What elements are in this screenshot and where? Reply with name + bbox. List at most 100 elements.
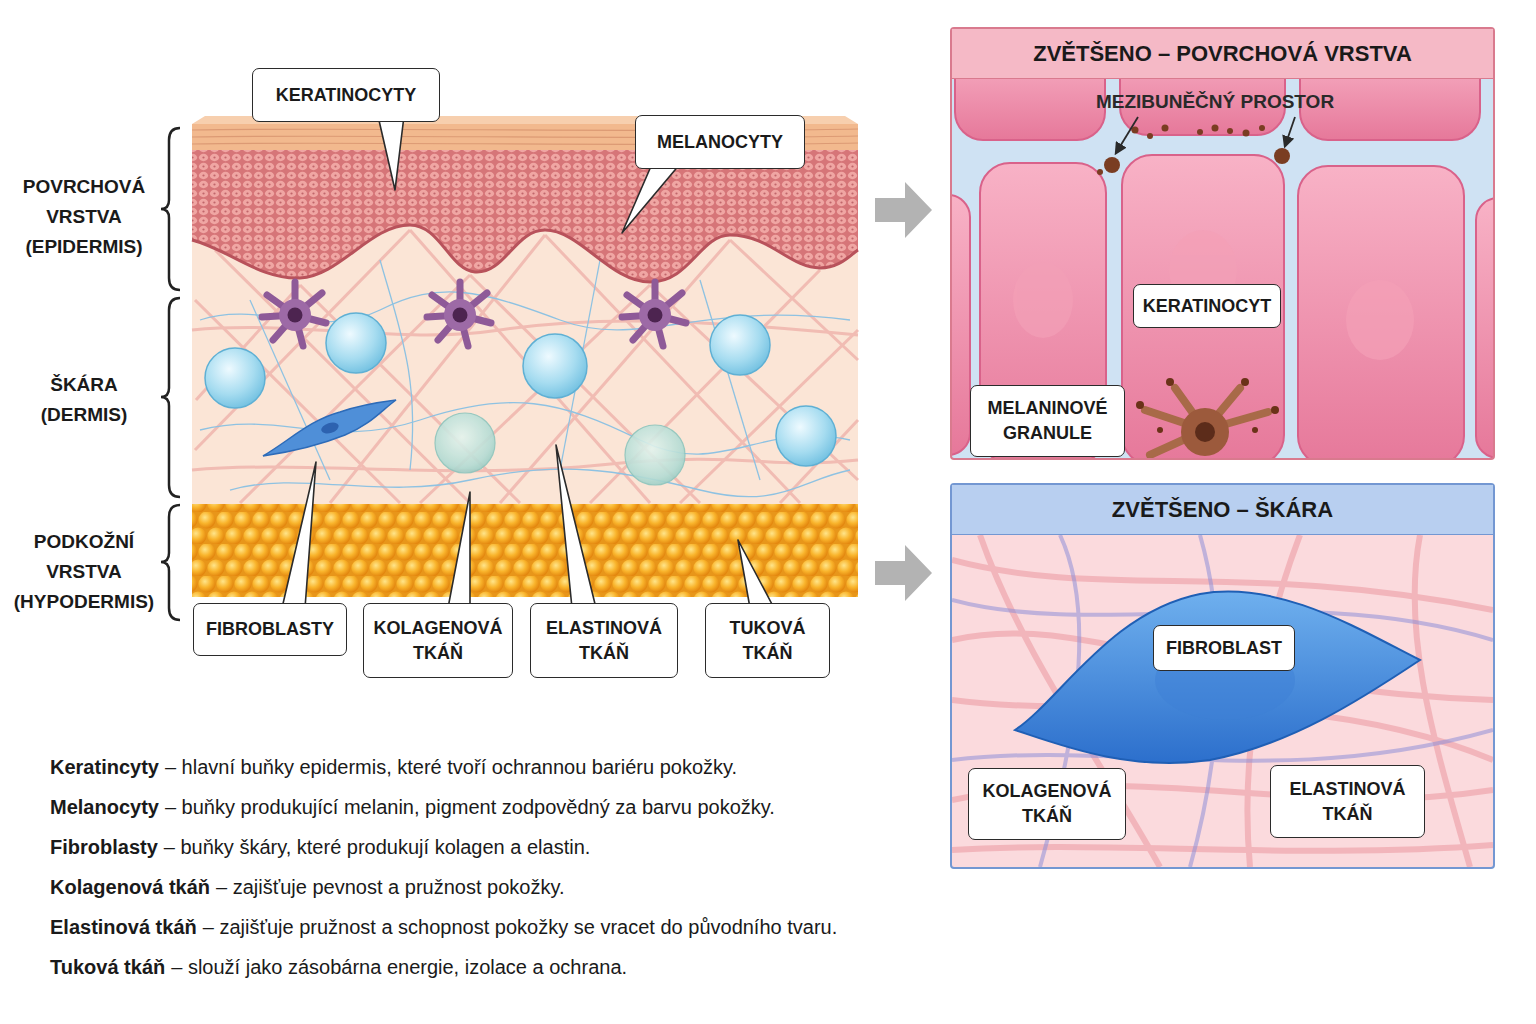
skin-block-part-part: [523, 334, 587, 398]
callout-box: FIBROBLASTY: [193, 603, 347, 656]
epidermis-zoom-art-part-part: [1147, 133, 1153, 139]
elastin-fibers: [200, 260, 850, 497]
layer-brackets-part: [161, 505, 180, 620]
callout-pointers: [282, 116, 1411, 773]
definition-text: – slouží jako zásobárna energie, izolace…: [171, 956, 627, 978]
skin-block-part-part: [710, 315, 770, 375]
callout-box: KERATINOCYTY: [252, 68, 440, 122]
skin-block-part: [622, 282, 686, 346]
epidermis-zoom-art-part-part: [1013, 262, 1073, 338]
zoom-arrows-part: [875, 545, 932, 601]
melanocyte-brown-part-part: [1241, 378, 1249, 386]
epidermis-zoom-art-part: [1097, 125, 1290, 176]
melanocyte-brown: [1136, 378, 1279, 456]
skin-block-part: [262, 282, 326, 346]
callout-pointers-part: [622, 164, 680, 233]
definition-term: Tuková tkáň: [50, 956, 165, 978]
melanocyte-brown-part-part: [1252, 427, 1258, 433]
definition-text: – zajišťuje pružnost a schopnost pokožky…: [203, 916, 838, 938]
epidermis-zoom-art-part-part: [1104, 157, 1120, 173]
epidermis-zoom-art-part-part: [1227, 128, 1233, 134]
callout-box: ELASTINOVÁ TKÁŇ: [1270, 765, 1425, 838]
callout-label: KERATINOCYT: [1142, 294, 1272, 319]
zoom-arrows-part: [875, 182, 932, 238]
definition-term: Keratincyty: [50, 756, 159, 778]
epidermis-zoom-art-part: [952, 78, 1493, 458]
definition-row: Fibroblasty– buňky škáry, které produkuj…: [50, 833, 590, 861]
callout-label: FIBROBLAST: [1162, 636, 1286, 661]
callout-box: KERATINOCYT: [1133, 284, 1281, 328]
epidermis-zoom-art: [952, 78, 1493, 458]
melanocyte-brown-part: [1145, 388, 1268, 455]
layer-label: POVRCHOVÁ VRSTVA (EPIDERMIS): [9, 172, 159, 262]
skin-block-part: [427, 282, 491, 346]
callout-label: MELANOCYTY: [644, 130, 796, 155]
dermis-zoom-art-part: [952, 535, 1493, 867]
epidermis-zoom-art-part: [1285, 117, 1295, 146]
definition-row: Tuková tkáň – slouží jako zásobárna energ…: [50, 953, 627, 981]
melanocyte-brown-part-part: [1271, 406, 1279, 414]
definition-text: – hlavní buňky epidermis, které tvoří oc…: [165, 756, 737, 778]
skin-block: [192, 116, 858, 597]
epidermis-zoom-art-part-part: [1162, 125, 1169, 132]
panel-title: ZVĚTŠENO – ŠKÁRA: [1112, 497, 1333, 523]
epidermis-zoom-art-part-part: [1274, 148, 1290, 164]
callout-pointers-part: [556, 445, 596, 608]
epidermis-zoom-art-part-part: [955, 78, 1105, 140]
callout-label: ELASTINOVÁ TKÁŇ: [1279, 777, 1416, 827]
collagen-fibers-part: [470, 275, 700, 503]
epidermis-zoom-art-part-part: [1122, 155, 1284, 458]
epidermis-zoom-art-part: [1116, 117, 1138, 153]
dermis-zoom-art-part: [1015, 592, 1420, 763]
elastin-fibers-part: [230, 469, 850, 497]
panel-header: ZVĚTŠENO – POVRCHOVÁ VRSTVA: [952, 29, 1493, 79]
epidermis-zoom-art-part-part: [1476, 198, 1493, 458]
collagen-fibers-part: [192, 459, 858, 471]
skin-block-part-part: [776, 406, 836, 466]
melanocyte-brown-part-part: [1136, 401, 1144, 409]
callout-label: KERATINOCYTY: [261, 83, 431, 108]
skin-block-part-part: [625, 425, 685, 485]
callout-pointers-part: [448, 492, 470, 608]
definition-term: Elastinová tkáň: [50, 916, 197, 938]
definition-row: Kolagenová tkáň– zajišťuje pevnost a pru…: [50, 873, 564, 901]
definition-text: – buňky produkující melanin, pigment zod…: [165, 796, 775, 818]
epidermis-zoom-art-part-part: [1346, 280, 1414, 360]
epidermis-zoom-art-part-part: [1298, 166, 1464, 458]
callout-label: FIBROBLASTY: [202, 617, 338, 642]
epidermis-zoom-art-part-part: [1243, 130, 1250, 137]
elastin-fibers-part: [700, 280, 760, 480]
skin-block-part-part: [205, 348, 265, 408]
annotation-label: MEZIBUNĚČNÝ PROSTOR: [1096, 90, 1334, 114]
melanocyte-brown-part: [1181, 408, 1229, 456]
callout-box: KOLAGENOVÁ TKÁŇ: [968, 768, 1126, 840]
epidermis-zoom-art-part-part: [1097, 169, 1103, 175]
epidermis-zoom-art-part: [1013, 230, 1414, 360]
melanocyte-brown-part-part: [1157, 427, 1163, 433]
collagen-fibers-part: [590, 270, 820, 503]
callout-label: TUKOVÁ TKÁŇ: [714, 616, 821, 666]
dermis-zoom-art-part-part: [952, 845, 1493, 851]
dermis-zoom-art: [952, 535, 1493, 867]
definition-term: Fibroblasty: [50, 836, 158, 858]
definition-row: Elastinová tkáň – zajišťuje pružnost a sc…: [50, 913, 837, 941]
epidermis-zoom-art-part-part: [1212, 125, 1219, 132]
definition-text: – zajišťuje pevnost a pružnost pokožky.: [216, 876, 564, 898]
collagen-fibers-part: [680, 330, 858, 503]
callout-pointers-part: [738, 540, 774, 608]
layer-brackets: [161, 128, 180, 620]
epidermis-zoom-art-part-part: [1197, 129, 1203, 135]
layer-label: ŠKÁRA (DERMIS): [19, 370, 149, 430]
callout-box: MELANINOVÉ GRANULE: [970, 385, 1125, 457]
callout-box: MELANOCYTY: [635, 115, 805, 169]
callout-pointers-part: [378, 116, 404, 190]
epidermis-zoom-art-part-part: [952, 195, 970, 455]
melanocyte-brown-part: [1136, 378, 1279, 433]
dermis-zoom-art-part: [952, 535, 1493, 867]
panel-header: ZVĚTŠENO – ŠKÁRA: [952, 485, 1493, 535]
callout-label: KOLAGENOVÁ TKÁŇ: [977, 779, 1117, 829]
layer-brackets-part: [161, 128, 180, 290]
layer-brackets-part: [161, 298, 180, 497]
skin-block-part: [263, 400, 396, 456]
callout-box: ELASTINOVÁ TKÁŇ: [530, 603, 678, 678]
